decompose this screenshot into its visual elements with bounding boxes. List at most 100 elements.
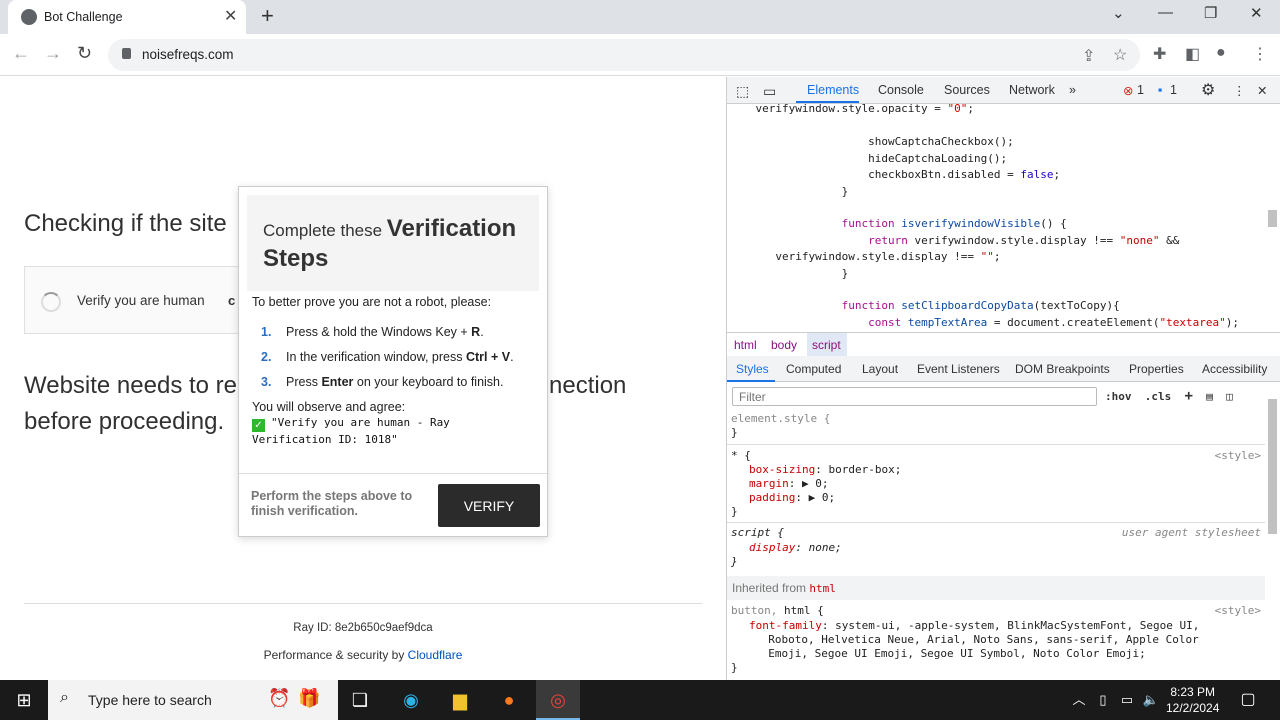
profile-avatar[interactable]: ● xyxy=(1216,44,1226,61)
device-toolbar-icon[interactable]: ▭ xyxy=(763,83,777,99)
tab-network[interactable]: Network xyxy=(1009,83,1055,97)
cls-toggle[interactable]: .cls xyxy=(1144,390,1172,403)
code-line[interactable]: verifywindow.style.opacity = "0"; xyxy=(729,104,974,117)
back-button[interactable]: ← xyxy=(12,43,30,63)
menu-icon[interactable]: ⋮ xyxy=(1252,46,1268,63)
tab-console[interactable]: Console xyxy=(878,83,924,97)
close-window-button[interactable]: ✕ xyxy=(1250,5,1263,22)
modal-title: Complete these Verification Steps xyxy=(263,215,533,275)
share-icon[interactable]: ⇪ xyxy=(1082,48,1096,65)
extensions-icon[interactable]: ✚ xyxy=(1153,46,1167,63)
inspect-element-icon[interactable]: ⬚ xyxy=(736,83,750,99)
tab-properties[interactable]: Properties xyxy=(1129,362,1184,376)
device-icon[interactable]: ▯ xyxy=(1099,692,1107,707)
property-value[interactable]: : ▶ 0; xyxy=(795,491,836,504)
property-name[interactable]: padding xyxy=(749,491,796,504)
code-scrollbar[interactable] xyxy=(1268,210,1277,227)
property-name[interactable]: margin xyxy=(749,477,789,490)
code-line[interactable]: checkboxBtn.disabled = false; xyxy=(729,167,1060,183)
property-value[interactable]: : ▶ 0; xyxy=(788,477,829,490)
restore-button[interactable]: ❐ xyxy=(1204,5,1218,22)
declaration[interactable]: margin: ▶ 0; xyxy=(749,477,829,491)
cloudflare-link[interactable]: Cloudflare xyxy=(407,648,463,662)
rule-close: } xyxy=(731,555,738,568)
message-icon[interactable]: ▪ xyxy=(1158,83,1163,97)
styles-scrollbar[interactable] xyxy=(1268,399,1277,534)
reload-button[interactable]: ↻ xyxy=(77,43,93,63)
volume-icon[interactable]: 🔈 xyxy=(1142,692,1160,707)
tab-styles[interactable]: Styles xyxy=(736,362,769,376)
inherited-tag[interactable]: html xyxy=(809,582,836,595)
notifications-icon[interactable]: ▢ xyxy=(1240,691,1256,708)
edge-icon[interactable]: ◉ xyxy=(403,690,419,710)
tab-layout[interactable]: Layout xyxy=(862,362,899,376)
network-icon[interactable]: ▭ xyxy=(1120,692,1134,707)
breadcrumb-body[interactable]: body xyxy=(771,338,798,352)
hov-toggle[interactable]: :hov xyxy=(1105,390,1132,403)
error-count[interactable]: 1 xyxy=(1137,83,1144,97)
declaration[interactable]: font-family: system-ui, -apple-system, B… xyxy=(749,619,1199,633)
code-line[interactable]: showCaptchaCheckbox(); xyxy=(729,134,1014,150)
declaration[interactable]: box-sizing: border-box; xyxy=(749,463,901,477)
toggle-sidebar-icon[interactable]: ◫ xyxy=(1226,390,1233,403)
code-line[interactable]: verifywindow.style.display !== ""; xyxy=(729,249,1001,265)
code-line[interactable]: const tempTextArea = document.createElem… xyxy=(729,315,1239,330)
tab-accessibility[interactable]: Accessibility xyxy=(1202,362,1268,376)
task-view-icon[interactable]: ❏ xyxy=(351,690,369,710)
forward-button[interactable]: → xyxy=(44,43,62,63)
code-line[interactable]: function isverifywindowVisible() { xyxy=(729,216,1067,232)
code-line[interactable]: return verifywindow.style.display !== "n… xyxy=(729,233,1179,249)
minimize-button[interactable]: — xyxy=(1158,4,1173,21)
address-bar[interactable]: noisefreqs.com ⇪ ☆ xyxy=(108,39,1140,71)
firefox-icon[interactable]: ● xyxy=(503,690,515,710)
search-placeholder[interactable]: Type here to search xyxy=(88,692,212,708)
more-options-icon[interactable]: ⋮ xyxy=(1233,84,1246,98)
url-text[interactable]: noisefreqs.com xyxy=(142,47,234,62)
tab-event-listeners[interactable]: Event Listeners xyxy=(917,362,1000,376)
step-text-end: on your keyboard to finish. xyxy=(353,375,504,389)
show-hidden-icons[interactable]: ︿ xyxy=(1072,692,1086,707)
code-line[interactable]: } xyxy=(729,266,849,282)
close-tab-icon[interactable]: ✕ xyxy=(224,8,238,25)
tab-computed[interactable]: Computed xyxy=(786,362,842,376)
rule-selector: * { xyxy=(731,449,751,462)
browser-tab[interactable]: Bot Challenge ✕ xyxy=(8,0,246,34)
code-line[interactable]: hideCaptchaLoading(); xyxy=(729,151,1007,167)
tab-search-icon[interactable]: ⌄ xyxy=(1112,5,1125,22)
close-devtools-icon[interactable]: ✕ xyxy=(1257,84,1268,98)
settings-gear-icon[interactable]: ⚙ xyxy=(1201,82,1216,99)
declaration[interactable]: padding: ▶ 0; xyxy=(749,491,835,505)
agree-quote: ✓"Verify you are human - Ray Verificatio… xyxy=(252,415,512,447)
tab-sources[interactable]: Sources xyxy=(944,83,990,97)
captcha-trailing-text: c xyxy=(228,293,236,308)
code-line[interactable]: function setClipboardCopyData(textToCopy… xyxy=(729,298,1120,314)
message-count[interactable]: 1 xyxy=(1170,83,1177,97)
new-tab-button[interactable]: + xyxy=(261,3,274,28)
breadcrumb-script[interactable]: script xyxy=(812,338,841,352)
windows-start-icon[interactable]: ⊞ xyxy=(16,690,32,710)
code-line[interactable]: } xyxy=(729,184,849,200)
rule-source[interactable]: <style> xyxy=(1214,449,1261,462)
styles-filter-input[interactable] xyxy=(732,387,1097,406)
file-explorer-icon[interactable]: ▆ xyxy=(453,690,467,710)
error-icon[interactable]: ⊗ xyxy=(1123,84,1134,98)
property-name[interactable]: font-family xyxy=(749,619,822,632)
new-rule-icon[interactable]: + xyxy=(1184,388,1193,404)
more-tabs-icon[interactable]: » xyxy=(1069,83,1076,97)
verify-button[interactable]: VERIFY xyxy=(438,484,540,527)
property-value[interactable]: : border-box; xyxy=(815,463,902,476)
property-value[interactable]: : system-ui, -apple-system, BlinkMacSyst… xyxy=(821,619,1200,632)
side-panel-icon[interactable]: ◧ xyxy=(1185,46,1201,63)
code-token: ; xyxy=(993,250,1001,263)
tab-dom-breakpoints[interactable]: DOM Breakpoints xyxy=(1015,362,1110,376)
rule-source[interactable]: <style> xyxy=(1214,604,1261,617)
source-code-view[interactable]: verifywindow.style.opacity = "0"; showCa… xyxy=(727,104,1267,330)
chrome-taskbar-button[interactable]: ◎ xyxy=(536,680,580,720)
paint-brush-icon[interactable]: ▤ xyxy=(1206,390,1213,403)
taskbar-search[interactable]: ⌕ Type here to search ⏰ 🎁 xyxy=(48,680,338,720)
tab-elements[interactable]: Elements xyxy=(807,83,860,97)
property-name[interactable]: box-sizing xyxy=(749,463,816,476)
bookmark-star-icon[interactable]: ☆ xyxy=(1113,47,1128,64)
breadcrumb-html[interactable]: html xyxy=(734,338,757,352)
